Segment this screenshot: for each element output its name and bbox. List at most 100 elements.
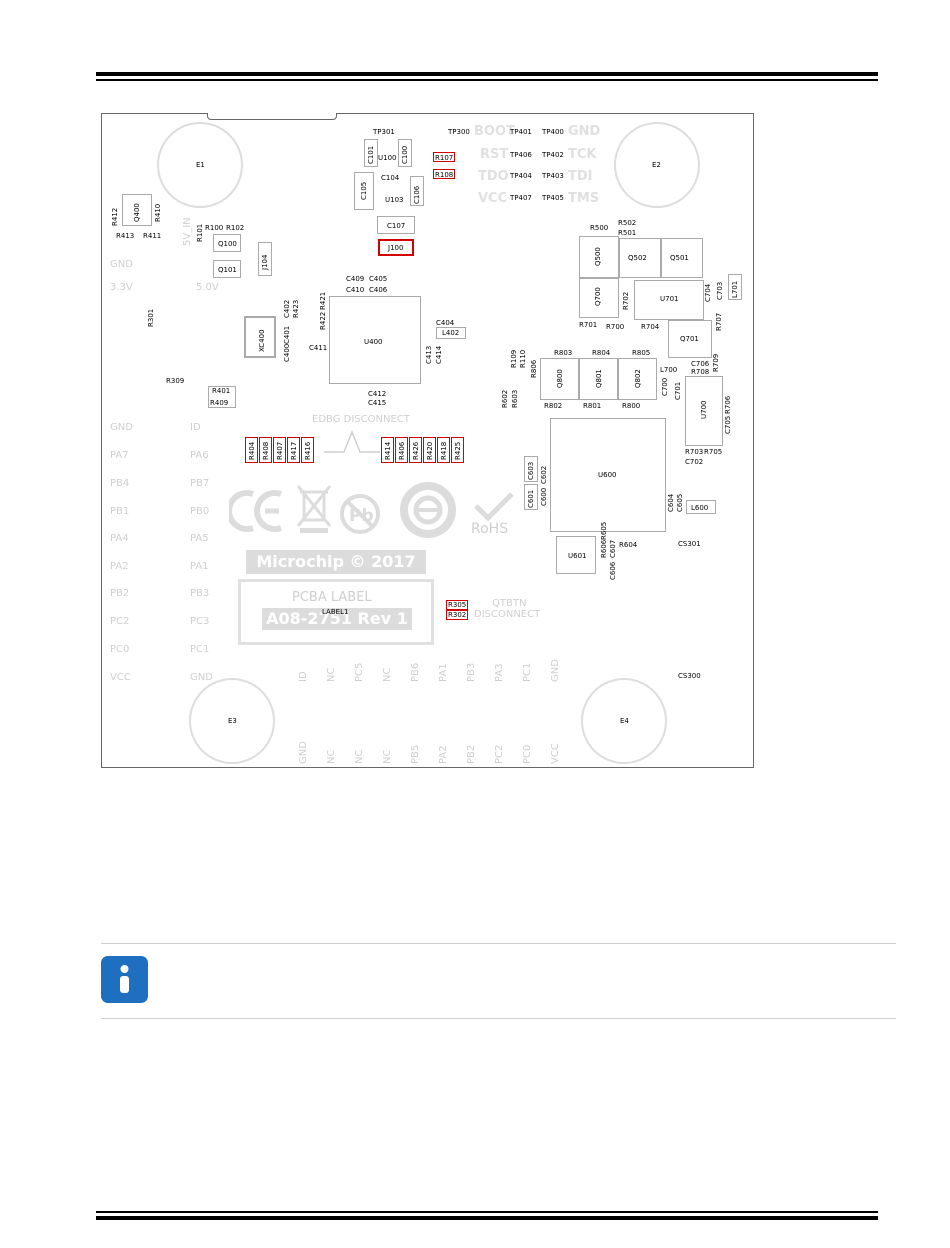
- part-label: R425: [454, 441, 462, 460]
- part-label: Q500: [594, 247, 602, 266]
- part-label: C412: [368, 390, 387, 398]
- r302-highlight: [446, 610, 468, 620]
- part-label: C414: [435, 345, 443, 364]
- debug-silk: TDI: [568, 169, 593, 184]
- part-label: R412: [111, 207, 119, 226]
- mcu-outline: [329, 296, 421, 384]
- ce-mark-icon: [229, 490, 282, 532]
- part-label: R302: [448, 611, 467, 619]
- part-label: C411: [309, 344, 328, 352]
- part-label: R309: [166, 377, 185, 385]
- part-label: C606: [609, 561, 617, 580]
- part-label: L701: [731, 280, 739, 298]
- part-label: R500: [590, 224, 609, 232]
- part-label: R408: [262, 441, 270, 460]
- pin-label: PC0: [110, 644, 130, 655]
- part-label: R417: [290, 441, 298, 460]
- part-label: C705: [724, 415, 732, 434]
- part-label: C106: [413, 185, 421, 204]
- part-outline: [685, 376, 723, 446]
- part-label: R420: [426, 441, 434, 460]
- footer-rule-thin: [96, 1211, 878, 1213]
- part-label: R305: [448, 601, 467, 609]
- edbg-disconnect-label: EDBG DISCONNECT: [312, 414, 410, 425]
- header-rule-thick: [96, 72, 878, 76]
- tp-label: TP301: [373, 128, 395, 136]
- tp-label: TP405: [542, 194, 564, 202]
- part-label: CS301: [678, 540, 701, 548]
- part-label: R706: [724, 395, 732, 414]
- part-label: Q802: [634, 369, 642, 388]
- part-label: R411: [143, 232, 162, 240]
- debug-silk: TMS: [568, 191, 600, 206]
- power-silk: 3.3V: [110, 282, 133, 293]
- weee-bin-icon: [296, 485, 332, 533]
- part-label: R804: [592, 349, 611, 357]
- part-label: R707: [715, 312, 723, 331]
- part-outline: [354, 172, 374, 210]
- part-label: C600: [540, 487, 548, 506]
- pin-label: PC1: [522, 662, 533, 682]
- header-rule-thin: [96, 79, 878, 81]
- part-label: R407: [276, 441, 284, 460]
- pin-label: PA7: [110, 450, 129, 461]
- part-outline: [579, 278, 619, 318]
- part-label: R301: [147, 308, 155, 327]
- pin-label: PB1: [110, 506, 130, 517]
- part-outline: [668, 320, 712, 358]
- pin-label: NC: [382, 749, 393, 764]
- part-label: Q701: [680, 335, 699, 343]
- pin-label: PA3: [494, 663, 505, 682]
- part-label: U700: [700, 400, 708, 419]
- part-outline: [364, 139, 378, 167]
- part-outline: [634, 280, 704, 320]
- debug-silk: GND: [568, 124, 601, 139]
- pin-label: VCC: [550, 743, 561, 764]
- part-outline: [661, 238, 703, 278]
- part-label: C703: [716, 281, 724, 300]
- pin-label: PB2: [110, 588, 130, 599]
- power-silk: 5V_IN: [182, 217, 193, 246]
- pin-label: NC: [382, 667, 393, 682]
- part-label: R423: [292, 299, 300, 318]
- part-outline: [619, 238, 661, 278]
- part-outline: [618, 358, 657, 400]
- note-bottom-rule: [101, 1018, 896, 1019]
- pin-label: PA4: [110, 533, 129, 544]
- pin-label: PB4: [110, 478, 130, 489]
- info-icon: [101, 956, 148, 1003]
- pin-label: ID: [298, 671, 309, 682]
- part-label: R102: [226, 224, 245, 232]
- part-label: Q100: [218, 240, 237, 248]
- part-label: L700: [660, 366, 678, 374]
- part-label: R801: [583, 402, 602, 410]
- part-label: Q801: [595, 369, 603, 388]
- part-label: R502: [618, 219, 637, 227]
- pin-label: PC5: [354, 662, 365, 682]
- u600-outline: [550, 418, 666, 532]
- part-outline: [579, 358, 618, 400]
- part-label: R401: [212, 387, 231, 395]
- part-label: C409: [346, 275, 365, 283]
- part-label: R701: [579, 321, 598, 329]
- pin-label: PB0: [190, 506, 210, 517]
- pin-label: GND: [550, 659, 561, 682]
- part-label: R409: [210, 399, 229, 407]
- part-label: C706: [691, 360, 710, 368]
- part-label: R421: [319, 291, 327, 310]
- part-outline: [436, 327, 466, 339]
- power-silk: 5.0V: [196, 282, 219, 293]
- tp-label: TP300: [448, 128, 470, 136]
- part-label: R109: [510, 349, 518, 368]
- debug-silk: VCC: [478, 191, 508, 206]
- part-label: Q400: [133, 203, 141, 222]
- part-label: C704: [704, 283, 712, 302]
- part-label: R414: [384, 441, 392, 460]
- part-label: U600: [598, 471, 617, 479]
- part-outline: [686, 500, 716, 514]
- pin-label: PA2: [438, 745, 449, 764]
- part-label: R806: [530, 359, 538, 378]
- part-label: R606: [600, 539, 608, 558]
- part-label: C105: [360, 181, 368, 200]
- part-label: C700: [661, 377, 669, 396]
